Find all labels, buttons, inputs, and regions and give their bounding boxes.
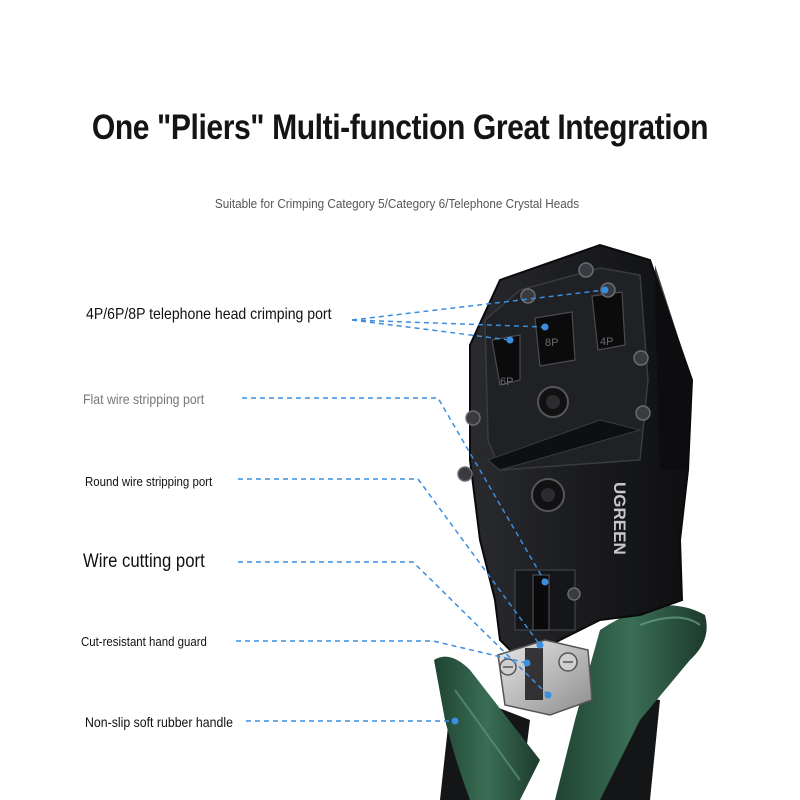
- callout-round-stripping-port: Round wire stripping port: [85, 474, 213, 489]
- hand-guard-plate: [497, 639, 593, 716]
- callout-crimping-port: 4P/6P/8P telephone head crimping port: [86, 306, 332, 323]
- rubber-handle: [434, 605, 707, 800]
- callout-rubber-handle: Non-slip soft rubber handle: [85, 714, 233, 730]
- callout-hand-guard: Cut-resistant hand guard: [81, 634, 207, 649]
- callout-dots: [451, 286, 609, 725]
- page-subtitle: Suitable for Crimping Category 5/Categor…: [214, 196, 580, 211]
- cutting-jaw: [514, 569, 581, 631]
- port-4p-label: 4P: [600, 336, 613, 348]
- callout-wire-cutting-port: Wire cutting port: [83, 551, 205, 572]
- callout-lines: [236, 289, 606, 722]
- brand-logo: UGREEN: [610, 482, 629, 555]
- port-6p-label: 6P: [500, 376, 513, 388]
- stripping-ports: [487, 386, 642, 512]
- callout-flat-stripping-port: Flat wire stripping port: [83, 391, 205, 407]
- page-title: One "Pliers" Multi-function Great Integr…: [91, 108, 709, 147]
- port-8p-label: 8P: [545, 337, 558, 349]
